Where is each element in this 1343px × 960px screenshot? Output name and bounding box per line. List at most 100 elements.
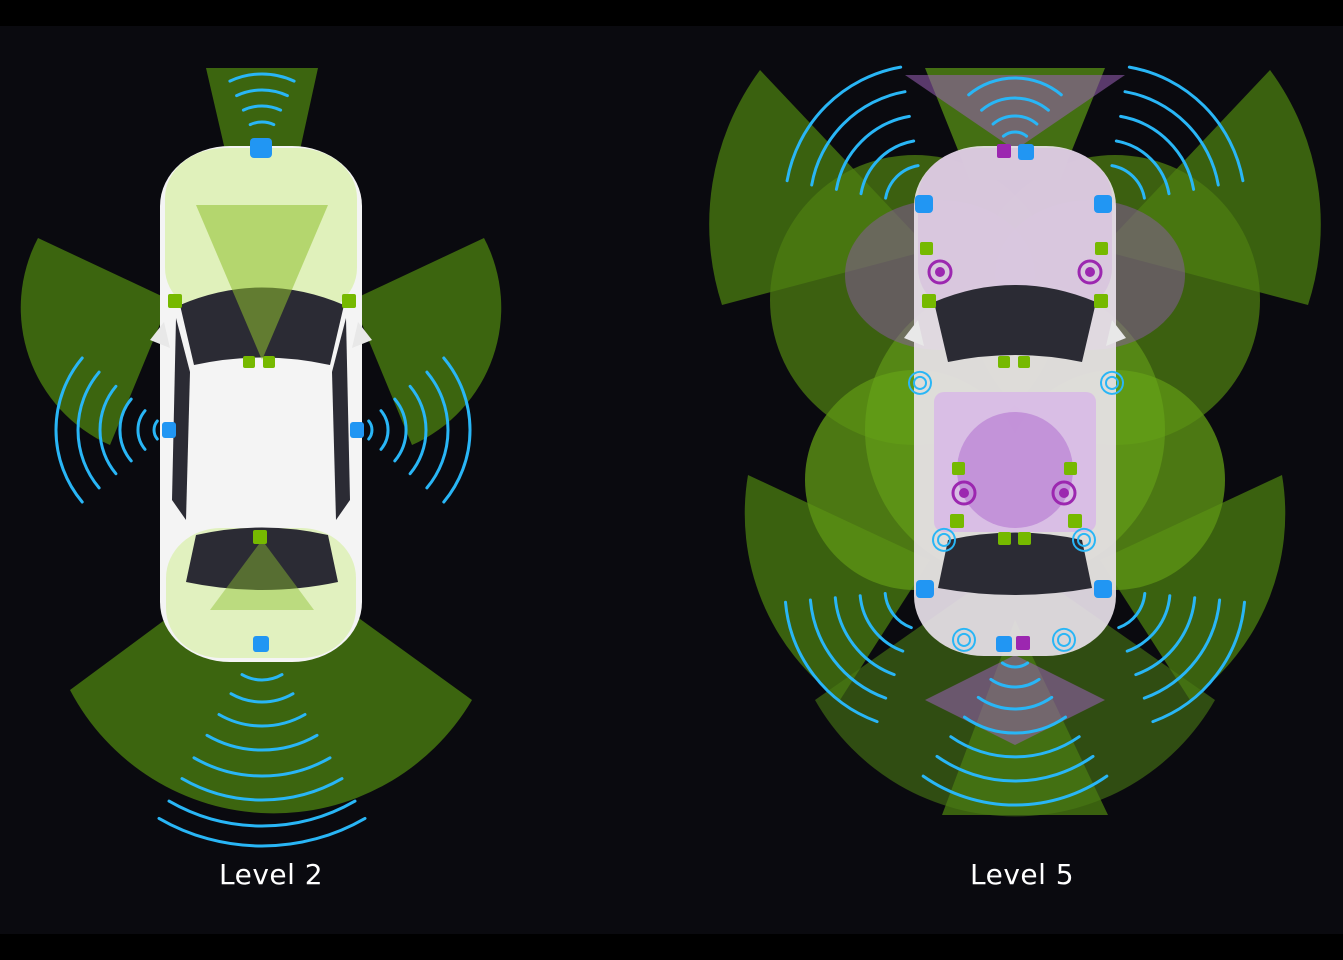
ultrasonic-wave-arc bbox=[235, 88, 289, 98]
ultrasonic-wave-arc bbox=[1052, 627, 1076, 652]
ultrasonic-wave-arc bbox=[937, 532, 951, 547]
ultrasonic-wave-arc bbox=[229, 692, 295, 704]
ultrasonic-wave-arc bbox=[980, 96, 1050, 112]
ultrasonic-wave-arc bbox=[76, 370, 101, 490]
camera-sensor-icon bbox=[998, 356, 1010, 368]
ultrasonic-wave-arc bbox=[908, 370, 932, 395]
ultrasonic-wave-arc bbox=[152, 419, 159, 441]
ultrasonic-wave-arc bbox=[379, 409, 390, 451]
ultrasonic-wave-arc bbox=[425, 370, 450, 490]
lidar-sensor-icon bbox=[1016, 636, 1030, 650]
radar-sensor-icon bbox=[951, 480, 977, 506]
camera-sensor-icon bbox=[253, 530, 267, 544]
ultrasonic-wave-arc bbox=[217, 713, 307, 728]
ultrasonic-wave-arc bbox=[228, 72, 296, 83]
ultrasonic-wave-arc bbox=[810, 90, 907, 187]
level-5-car bbox=[904, 146, 1126, 656]
level-5-label: Level 5 bbox=[970, 858, 1075, 891]
ultrasonic-wave-arc bbox=[991, 114, 1039, 126]
ultrasonic-wave-arc bbox=[54, 356, 84, 504]
ultrasonic-wave-arc bbox=[1110, 164, 1146, 200]
windshield-camera-fov bbox=[196, 205, 328, 360]
ultrasonic-wave-arc bbox=[180, 777, 344, 802]
level-5-ultrasonic-waves bbox=[784, 65, 1246, 807]
ultrasonic-wave-arc bbox=[858, 594, 905, 653]
ultrasonic-wave-arc bbox=[118, 397, 133, 463]
right-camera-fov bbox=[352, 238, 502, 445]
ultrasonic-wave-arc bbox=[1151, 600, 1246, 724]
ultrasonic-wave-arc bbox=[1117, 592, 1147, 630]
level-2-diagram bbox=[20, 68, 502, 848]
level-2-label: Level 2 bbox=[219, 858, 324, 891]
ultrasonic-wave-arc bbox=[241, 104, 283, 112]
ultrasonic-sensor-icon bbox=[1094, 195, 1112, 213]
ultrasonic-sensor-icon bbox=[1018, 144, 1034, 160]
ultrasonic-wave-arc bbox=[859, 139, 916, 196]
camera-sensor-icon bbox=[1094, 294, 1108, 308]
ultrasonic-sensor-icon bbox=[1094, 580, 1112, 598]
right-mirror bbox=[1106, 320, 1126, 346]
rear-right-camera-fov bbox=[1100, 475, 1286, 700]
camera-sensor-icon bbox=[1068, 514, 1082, 528]
rear-window-camera-fov bbox=[210, 540, 314, 610]
ultrasonic-wave-arc bbox=[1114, 139, 1171, 196]
left-camera-fov bbox=[20, 238, 171, 445]
front-radar-fov bbox=[905, 75, 1125, 150]
rear-camera-fov bbox=[70, 548, 472, 814]
ultrasonic-wave-arc bbox=[883, 592, 913, 630]
ultrasonic-wave-arc bbox=[205, 733, 319, 752]
camera-sensor-icon bbox=[950, 514, 964, 528]
ultrasonic-wave-arc bbox=[921, 774, 1109, 807]
radar-sensor-icon bbox=[1077, 259, 1103, 285]
level-2-car bbox=[150, 146, 372, 662]
camera-sensor-icon bbox=[168, 294, 182, 308]
ultrasonic-wave-arc bbox=[808, 598, 888, 700]
ultrasonic-wave-arc bbox=[949, 735, 1081, 759]
level-2-ultrasonic-waves bbox=[54, 72, 472, 848]
camera-sensor-icon bbox=[1064, 462, 1077, 475]
radar-sensor-icon bbox=[927, 259, 953, 285]
left-mirror bbox=[150, 322, 170, 348]
ultrasonic-wave-arc bbox=[367, 419, 374, 441]
rear-radar-fov bbox=[925, 655, 1105, 745]
ultrasonic-sensor-icon bbox=[162, 422, 176, 438]
camera-sensor-icon bbox=[243, 356, 255, 368]
camera-sensor-icon bbox=[922, 294, 936, 308]
ultrasonic-wave-arc bbox=[192, 756, 332, 778]
ultrasonic-wave-arc bbox=[240, 673, 284, 682]
ultrasonic-wave-arc bbox=[167, 799, 357, 828]
camera-sensor-icon bbox=[920, 242, 933, 255]
rear-window bbox=[186, 527, 338, 590]
camera-sensor-icon bbox=[263, 356, 275, 368]
ultrasonic-wave-arc bbox=[1105, 375, 1119, 390]
camera-sensor-icon bbox=[998, 532, 1011, 545]
ultrasonic-wave-arc bbox=[98, 384, 118, 476]
interior-radar-coverage bbox=[957, 412, 1073, 528]
hood-coverage bbox=[918, 148, 1112, 318]
rear-left-camera-fov bbox=[744, 475, 930, 700]
ultrasonic-wave-arc bbox=[1142, 598, 1222, 700]
ultrasonic-wave-arc bbox=[1134, 596, 1197, 677]
right-side-glass bbox=[332, 318, 350, 520]
ultrasonic-wave-arc bbox=[1001, 130, 1029, 138]
ultrasonic-wave-arc bbox=[248, 120, 276, 127]
ultrasonic-wave-arc bbox=[935, 754, 1095, 783]
ultrasonic-wave-arc bbox=[1125, 594, 1172, 653]
camera-sensor-icon bbox=[1018, 532, 1031, 545]
ultrasonic-sensor-icon bbox=[996, 636, 1012, 652]
ultrasonic-wave-arc bbox=[1119, 114, 1196, 191]
ultrasonic-wave-arc bbox=[967, 76, 1063, 97]
ultrasonic-sensor-icon bbox=[916, 580, 934, 598]
ultrasonic-wave-arc bbox=[913, 375, 927, 390]
ultrasonic-wave-arc bbox=[785, 65, 903, 183]
ultrasonic-wave-arc bbox=[884, 164, 920, 200]
letterbox-bottom bbox=[0, 934, 1343, 960]
windshield bbox=[934, 285, 1096, 362]
ultrasonic-wave-arc bbox=[136, 409, 147, 451]
ultrasonic-wave-arc bbox=[1057, 632, 1071, 647]
camera-sensor-icon bbox=[250, 138, 272, 158]
left-side-glass bbox=[172, 318, 190, 520]
letterbox-top bbox=[0, 0, 1343, 26]
right-mirror bbox=[352, 322, 372, 348]
